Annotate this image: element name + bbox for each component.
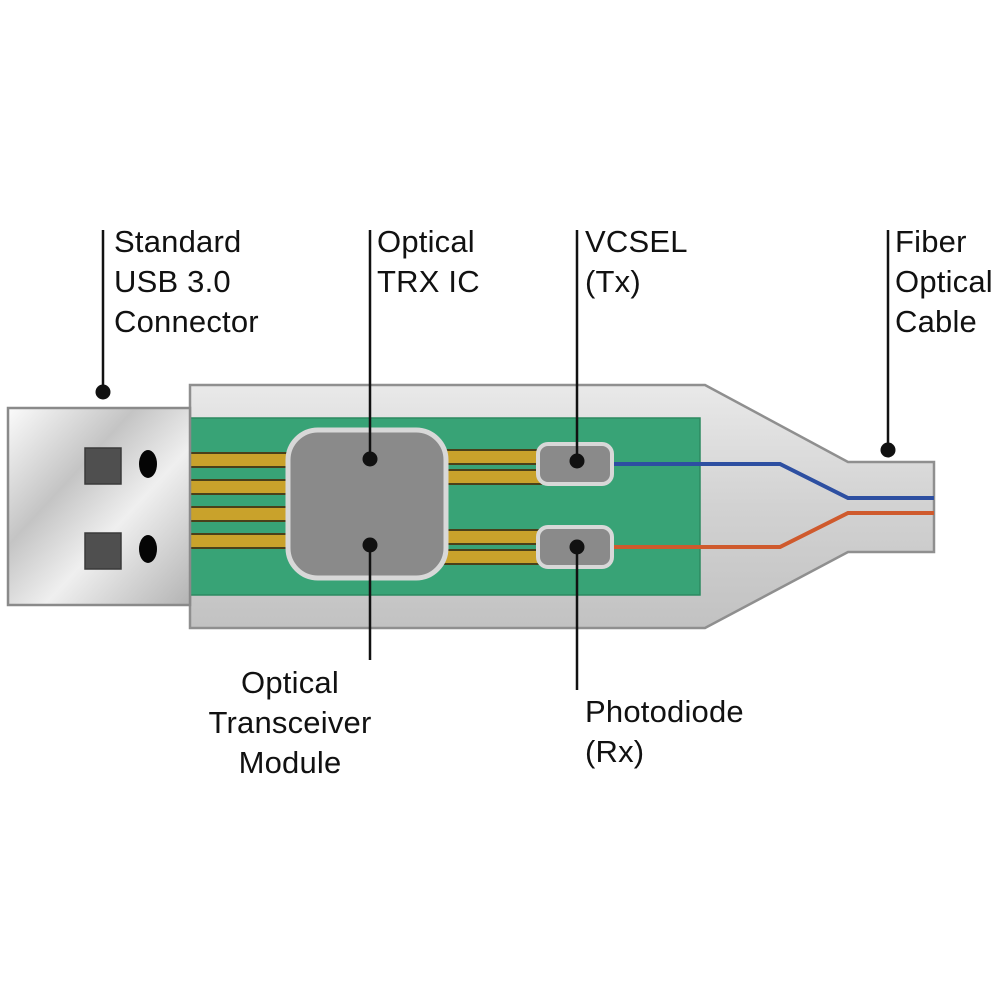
pcb-trace bbox=[442, 449, 542, 465]
pcb-trace bbox=[442, 529, 542, 545]
label-usb-connector: Standard USB 3.0 Connector bbox=[114, 224, 259, 339]
usb-contact-square bbox=[84, 532, 122, 570]
pcb-trace bbox=[187, 533, 293, 549]
label-optical-transceiver-module: Optical Transceiver Module bbox=[208, 665, 372, 780]
module-leader-dot bbox=[362, 537, 378, 553]
photodiode-leader-dot bbox=[569, 539, 585, 555]
usb-leader-dot bbox=[95, 384, 111, 400]
usb-contact-hole bbox=[139, 450, 157, 478]
pcb-trace bbox=[187, 506, 293, 522]
trx-ic-leader-dot bbox=[362, 451, 378, 467]
vcsel-leader-dot bbox=[569, 453, 585, 469]
label-photodiode-rx: Photodiode (Rx) bbox=[585, 694, 744, 769]
pcb-trace bbox=[442, 469, 542, 485]
label-vcsel-tx: VCSEL (Tx) bbox=[585, 224, 688, 299]
usb-connector-shell bbox=[6, 406, 192, 607]
fiber-leader-dot bbox=[880, 442, 896, 458]
pcb-trace bbox=[442, 549, 542, 565]
usb-contact-square bbox=[84, 447, 122, 485]
usb-contact-hole bbox=[139, 535, 157, 563]
optical-transceiver-module bbox=[285, 427, 449, 581]
rx-fiber-orange bbox=[612, 511, 934, 549]
pcb-trace bbox=[187, 452, 293, 468]
label-fiber-optical-cable: Fiber Optical Cable bbox=[895, 224, 993, 339]
tx-fiber-blue bbox=[612, 462, 934, 500]
label-optical-trx-ic: Optical TRX IC bbox=[377, 224, 480, 299]
pcb-trace bbox=[187, 479, 293, 495]
